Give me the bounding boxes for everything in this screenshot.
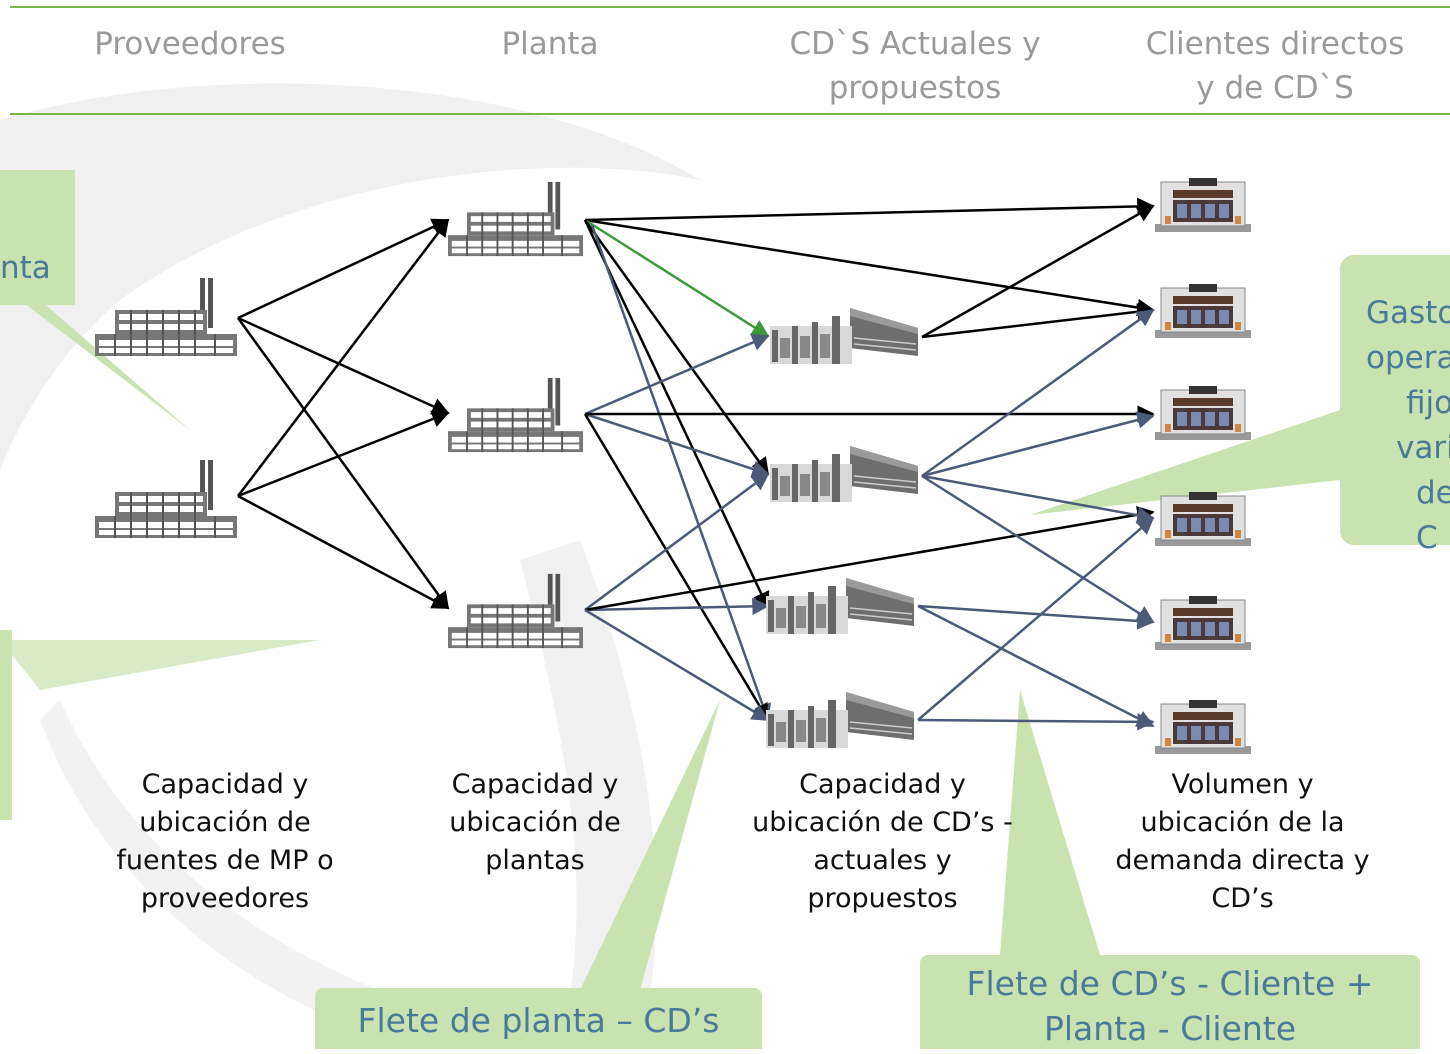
arrow-dc2-c3	[921, 411, 1155, 478]
factory-icon	[448, 377, 583, 453]
factory-icon	[95, 460, 237, 538]
factory-icon	[95, 278, 237, 356]
callout-right: Gasto opera fijo varia de C	[1340, 255, 1450, 556]
arrow-p3-c4	[584, 506, 1155, 612]
store-icon	[1155, 596, 1251, 650]
warehouse-icon	[766, 692, 914, 748]
warehouse-icon	[770, 446, 918, 502]
arrow-p2-dc2	[584, 412, 770, 478]
desc-dcs: Capacidad y ubicación de CD’s - actuales…	[752, 769, 1013, 914]
arrow-dc4-c4	[917, 516, 1155, 721]
warehouse-icon	[766, 578, 914, 634]
arrow-s1-p3	[236, 317, 450, 610]
arrow-p1-c1	[584, 197, 1155, 222]
header-suppliers: Proveedores	[94, 26, 286, 62]
factory-icon	[448, 181, 583, 257]
arrow-dc2-c4	[921, 474, 1155, 524]
header-plant: Planta	[501, 26, 599, 62]
store-icon	[1155, 386, 1251, 440]
arrow-s1-p2	[237, 316, 450, 415]
arrow-p3-dc2	[584, 472, 770, 612]
desc-clients: Volumen y ubicación de la demanda direct…	[1115, 769, 1370, 914]
header-top-rule	[10, 6, 1450, 8]
header-bottom-rule	[10, 113, 1450, 115]
arrow-s2-p2	[237, 410, 450, 498]
arrow-p2-dc4	[583, 413, 770, 722]
arrow-p3-dc3	[584, 597, 770, 616]
arrow-dc3-c5	[917, 604, 1155, 630]
arrow-p1-dc4	[590, 224, 771, 722]
callout-dc-client-freight: Flete de CD’s - Cliente + Planta - Clien…	[920, 955, 1420, 1049]
arrow-s1-p1	[237, 218, 450, 320]
arrow-p3-dc4	[584, 608, 770, 722]
arrow-p2-dc1	[584, 334, 770, 416]
arrow-p1-dc1	[584, 218, 770, 338]
arrow-p1-dc2	[583, 219, 770, 476]
arrow-dc3-c6	[917, 604, 1155, 728]
callout-left: nta	[0, 170, 75, 305]
arrow-dc4-c6	[917, 713, 1155, 731]
arrow-dc1-c1	[921, 204, 1155, 339]
desc-plants: Capacidad y ubicación de plantas	[449, 769, 621, 876]
factory-icon	[448, 573, 583, 649]
store-icon	[1155, 700, 1251, 754]
arrow-dc2-c2	[921, 308, 1155, 478]
header-dcs: CD`S Actuales y propuestos	[789, 26, 1041, 106]
arrow-p1-c2	[584, 218, 1155, 317]
warehouse-icon	[770, 308, 918, 364]
arrow-s2-p1	[237, 218, 450, 497]
store-icon	[1155, 492, 1251, 546]
desc-suppliers: Capacidad y ubicación de fuentes de MP o…	[116, 769, 334, 914]
callout-left-lower	[0, 630, 12, 820]
arrow-dc2-c5	[921, 474, 1155, 624]
arrow-dc1-c2	[921, 303, 1155, 339]
header-clients: Clientes directos y de CD`S	[1145, 26, 1405, 106]
store-icon	[1155, 178, 1251, 232]
callout-plant-dc-freight: Flete de planta – CD’s	[315, 988, 762, 1049]
arrow-s2-p3	[237, 494, 450, 610]
store-icon	[1155, 284, 1251, 338]
